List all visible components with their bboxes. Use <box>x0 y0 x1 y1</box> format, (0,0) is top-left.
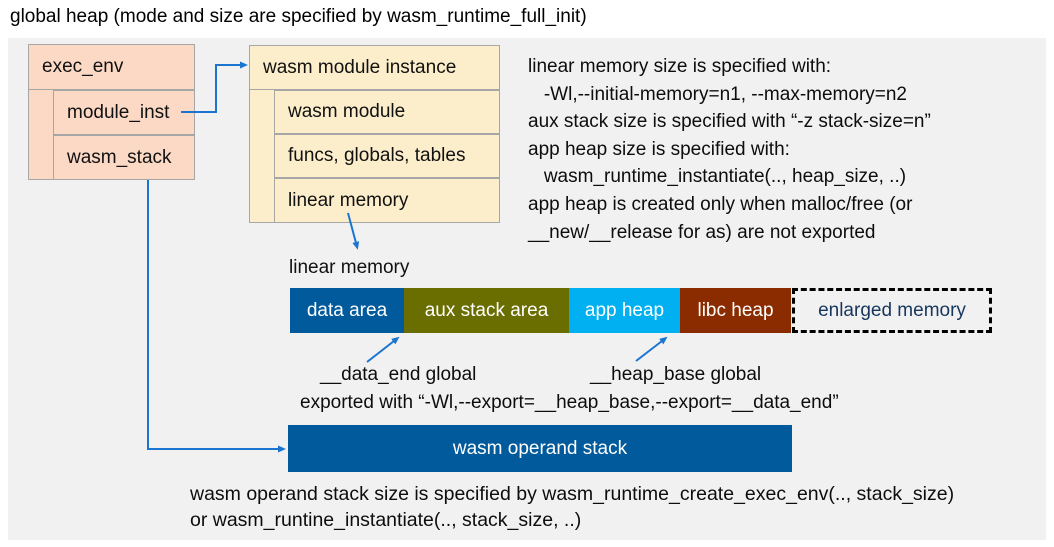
footer-line: wasm operand stack size is specified by … <box>190 483 955 505</box>
module-instance-field-funcs-globals-tables: funcs, globals, tables <box>274 134 500 178</box>
note-line: aux stack size is specified with “-z sta… <box>528 111 931 133</box>
data-end-global-label: __data_end global <box>320 364 477 385</box>
module-instance-field-wasm-module: wasm module <box>274 90 500 134</box>
diagram-title: global heap (mode and size are specified… <box>10 6 587 27</box>
wasm-operand-stack-bar: wasm operand stack <box>288 425 792 472</box>
segment-aux-stack-area: aux stack area <box>404 288 569 333</box>
note-line: -Wl,--initial-memory=n1, --max-memory=n2 <box>528 83 907 105</box>
note-line: app heap size is specified with: <box>528 138 790 160</box>
memory-size-notes: linear memory size is specified with: -W… <box>528 53 931 246</box>
footer-line: or wasm_runtine_instantiate(.., stack_si… <box>190 509 582 531</box>
segment-libc-heap: libc heap <box>680 288 791 333</box>
operand-stack-notes: wasm operand stack size is specified by … <box>190 481 954 533</box>
module-instance-field-linear-memory: linear memory <box>274 178 500 223</box>
exec-env-field-wasm-stack: wasm_stack <box>53 135 195 180</box>
segment-data-area: data area <box>290 288 404 333</box>
export-flags-line: exported with “-Wl,--export=__heap_base,… <box>300 392 839 413</box>
module-instance-header: wasm module instance <box>249 45 500 90</box>
note-line: wasm_runtime_instantiate(.., heap_size, … <box>528 166 907 188</box>
linear-memory-label: linear memory <box>289 257 410 278</box>
segment-app-heap: app heap <box>569 288 680 333</box>
exec-env-field-module-inst: module_inst <box>53 90 195 135</box>
segment-enlarged-memory: enlarged memory <box>792 288 992 333</box>
note-line: app heap is created only when malloc/fre… <box>528 193 913 215</box>
note-line: __new/__release for as) are not exported <box>528 221 876 243</box>
heap-base-global-label: __heap_base global <box>590 364 762 385</box>
note-line: linear memory size is specified with: <box>528 56 832 77</box>
exec-env-header: exec_env <box>28 44 195 90</box>
